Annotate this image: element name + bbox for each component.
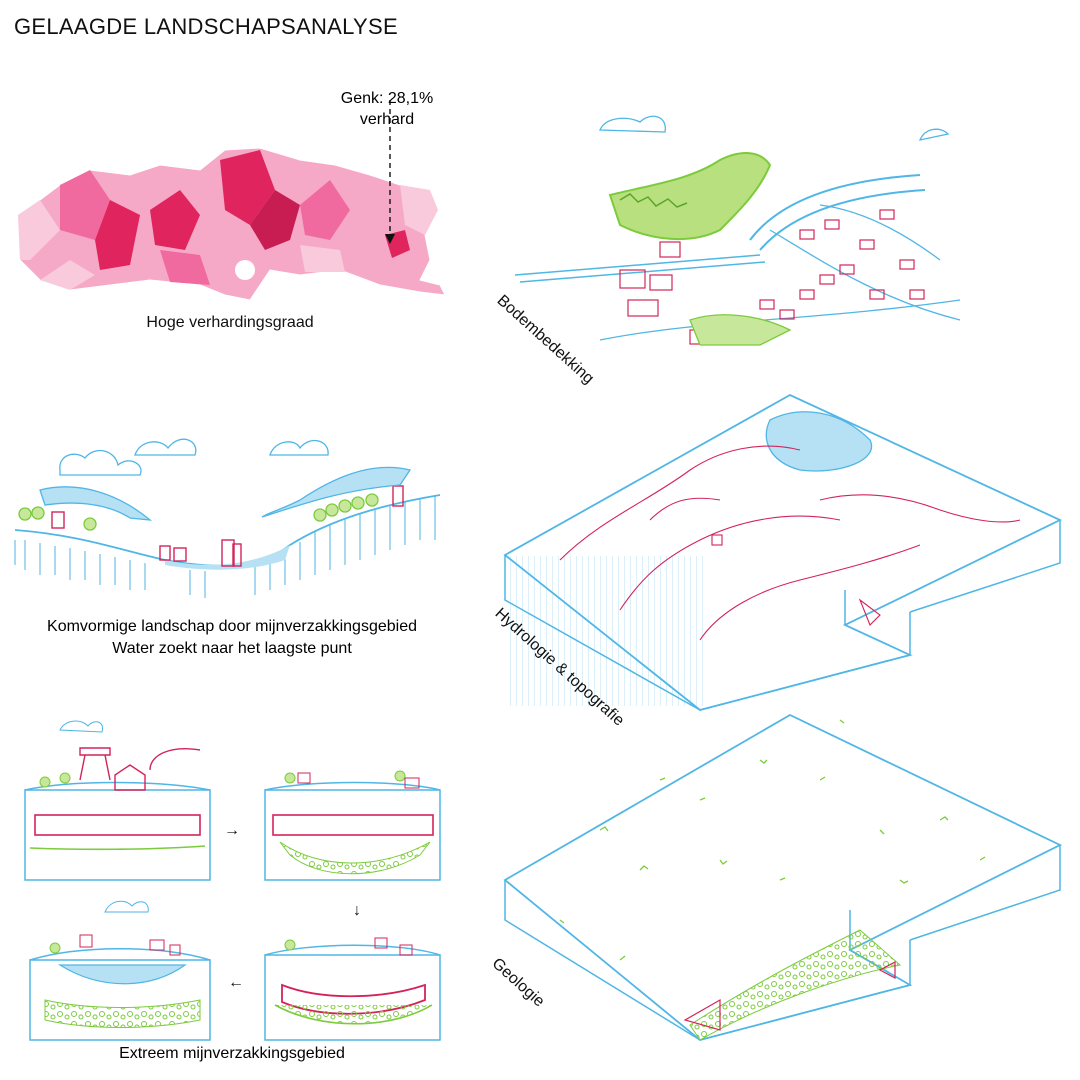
section-caption-line1: Komvormige landschap door mijnverzakking…: [47, 618, 417, 635]
section-caption-line2: Water zoekt naar het laagste punt: [112, 640, 352, 657]
bowl-section-sketch: [14, 438, 441, 598]
sequence-caption: Extreem mijnverzakkingsgebied: [119, 1045, 345, 1062]
svg-text:→: →: [224, 822, 240, 839]
map-annotation-line2: verhard: [360, 111, 414, 128]
flanders-map: [17, 100, 446, 301]
hydrology-block: [503, 393, 1063, 711]
sequence-step-3: [264, 937, 441, 1041]
land-cover-sketch: [514, 115, 961, 346]
subsidence-sequence: → ↓ ←: [24, 720, 441, 1041]
map-annotation-line1: Genk: 28,1%: [341, 90, 434, 107]
geology-block: [503, 713, 1063, 1041]
page-title: GELAAGDE LANDSCHAPSANALYSE: [14, 14, 398, 39]
svg-text:↓: ↓: [353, 902, 361, 919]
sequence-step-1: [24, 720, 211, 881]
svg-text:←: ←: [228, 974, 244, 991]
sequence-step-2: [264, 770, 441, 881]
map-caption: Hoge verhardingsgraad: [146, 314, 314, 331]
sequence-step-4: [29, 900, 211, 1041]
